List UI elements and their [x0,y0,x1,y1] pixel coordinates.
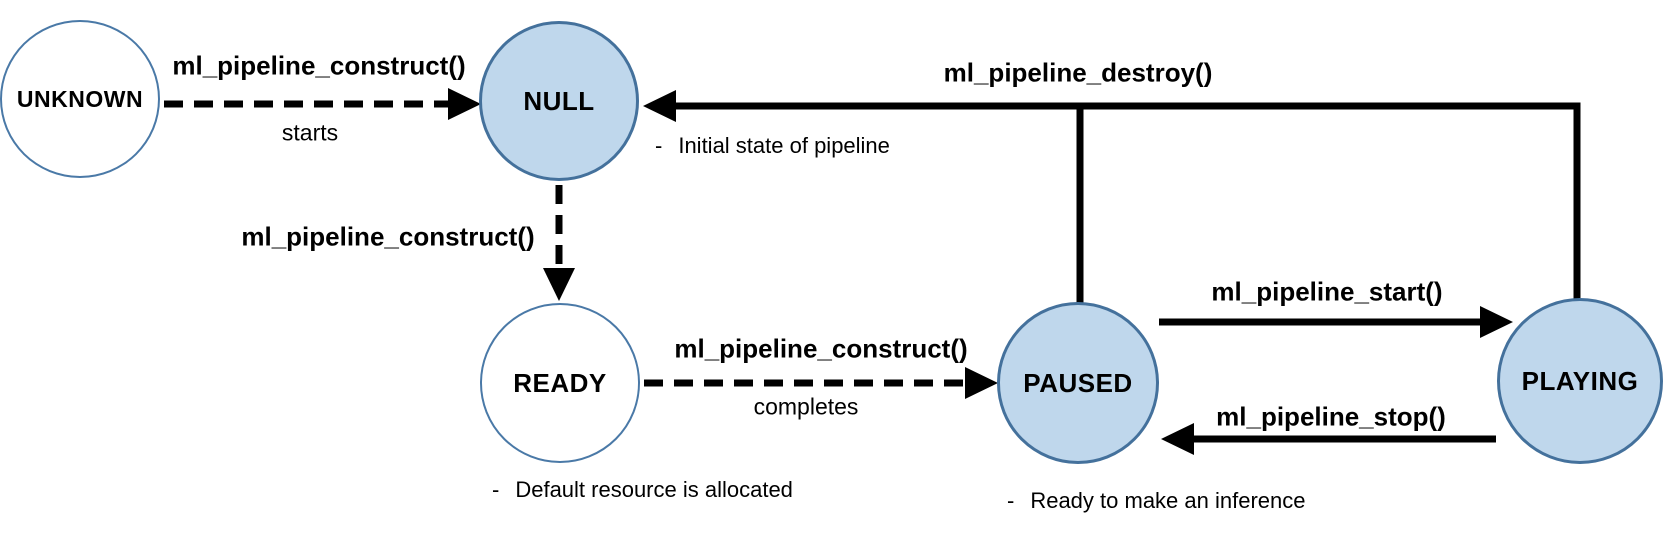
state-node-playing: PLAYING [1497,298,1663,464]
edge-playing-paused-arrowhead [1161,423,1194,455]
state-node-paused: PAUSED [997,302,1159,464]
annotation-ready-text: Default resource is allocated [515,477,793,502]
state-label-playing: PLAYING [1521,365,1639,396]
state-label-ready: READY [513,367,607,398]
annotation-ready: - Default resource is allocated [492,477,793,503]
state-node-unknown: UNKNOWN [0,20,160,178]
state-label-null: NULL [523,85,595,116]
edge-unknown-null-arrowhead [448,88,481,120]
state-node-ready: READY [480,303,640,463]
edge-ready-paused-arrowhead [965,367,998,399]
edge-null-ready-arrowhead [543,268,575,301]
edge-label-construct-ready-paused: ml_pipeline_construct() [674,333,968,364]
state-label-unknown: UNKNOWN [16,85,144,112]
annotation-null-bullet: - [655,133,663,158]
edge-destroy-path [674,102,1581,300]
edge-sublabel-completes: completes [753,393,859,420]
annotation-paused: - Ready to make an inference [1007,488,1306,514]
annotation-null: - Initial state of pipeline [655,133,890,159]
edge-sublabel-starts: starts [281,119,339,146]
edge-label-construct-null-ready: ml_pipeline_construct() [241,221,535,252]
edge-label-destroy: ml_pipeline_destroy() [943,57,1213,88]
edge-destroy-arrowhead [643,90,676,122]
edge-paused-playing-arrowhead [1480,306,1513,338]
annotation-paused-bullet: - [1007,488,1015,513]
annotation-null-text: Initial state of pipeline [678,133,890,158]
annotation-paused-text: Ready to make an inference [1030,488,1306,513]
state-node-null: NULL [479,21,639,181]
edge-label-stop: ml_pipeline_stop() [1216,401,1446,432]
annotation-ready-bullet: - [492,477,500,502]
edge-label-start: ml_pipeline_start() [1211,276,1443,307]
state-label-paused: PAUSED [1023,367,1133,398]
edge-label-construct-unknown-null: ml_pipeline_construct() [172,50,466,81]
